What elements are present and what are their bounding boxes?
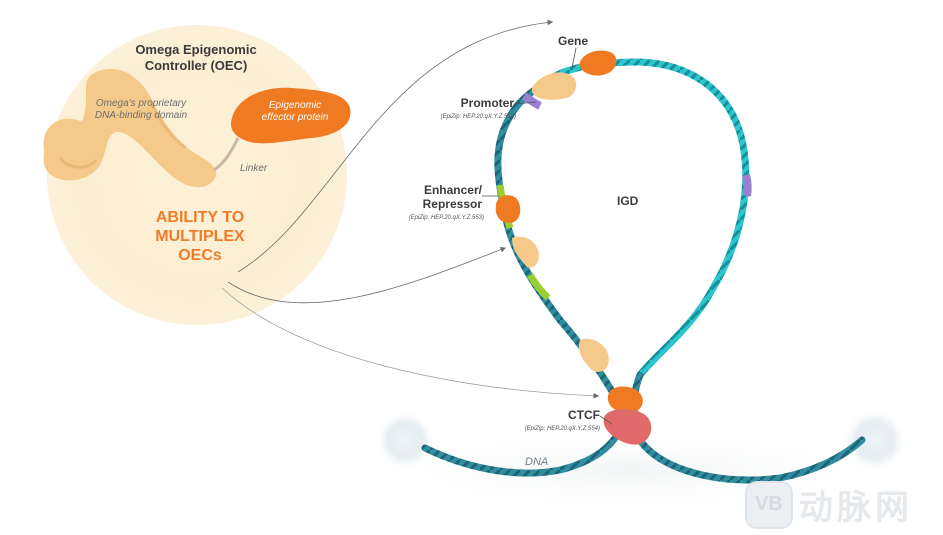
- chromatin-ball-left: [375, 410, 435, 470]
- promoter-segment: [521, 92, 542, 110]
- multiplex-label: ABILITY TO MULTIPLEX OECs: [155, 209, 245, 264]
- igd-purple-segment: [742, 174, 752, 197]
- watermark-logo-icon: VB: [745, 480, 793, 529]
- gene-leader: [571, 47, 577, 69]
- effector-protein-label: Epigenomic effector protein: [261, 100, 329, 123]
- ctcf-id: (EpiZip: HEP.20.qX.Y.Z.554): [524, 426, 600, 432]
- ctcf-label: CTCF: [568, 408, 600, 422]
- dna-label: DNA: [525, 456, 549, 468]
- arrow-to-enhancer: [227, 247, 507, 304]
- linker-label: Linker: [240, 163, 268, 174]
- enhancer-oec: [495, 195, 539, 268]
- gene-oec: [531, 50, 617, 100]
- enhancer-label: Enhancer/ Repressor: [422, 183, 482, 211]
- dna-binding-domain-shape: [43, 68, 217, 188]
- effector-protein-shape: [230, 87, 351, 144]
- promoter-id: (EpiZip: HEP.20.qX.Y.Z.552): [440, 114, 516, 120]
- enhancer-segment-lower: [526, 273, 551, 301]
- linker-shape: [213, 137, 240, 172]
- gene-label: Gene: [558, 34, 589, 48]
- enhancer-id: (EpiZip: HEP.20.qX.Y.Z.553): [408, 215, 484, 221]
- arrow-to-gene: [237, 19, 554, 273]
- watermark: VB 动脉网: [745, 480, 913, 529]
- loop-oec: [578, 338, 609, 373]
- ctcf-complex: [603, 386, 652, 445]
- oec-title: Omega Epigenomic Controller (OEC): [135, 42, 257, 73]
- chromatin-ball-right: [843, 408, 907, 472]
- ctcf-leader: [599, 415, 613, 425]
- promoter-label: Promoter: [460, 96, 514, 110]
- igd-label: IGD: [617, 194, 639, 208]
- binding-domain-label: Omega's proprietary DNA-binding domain: [94, 98, 188, 121]
- watermark-text: 动脉网: [799, 488, 913, 528]
- promoter-leader: [515, 101, 537, 105]
- arrow-to-ctcf: [221, 287, 600, 399]
